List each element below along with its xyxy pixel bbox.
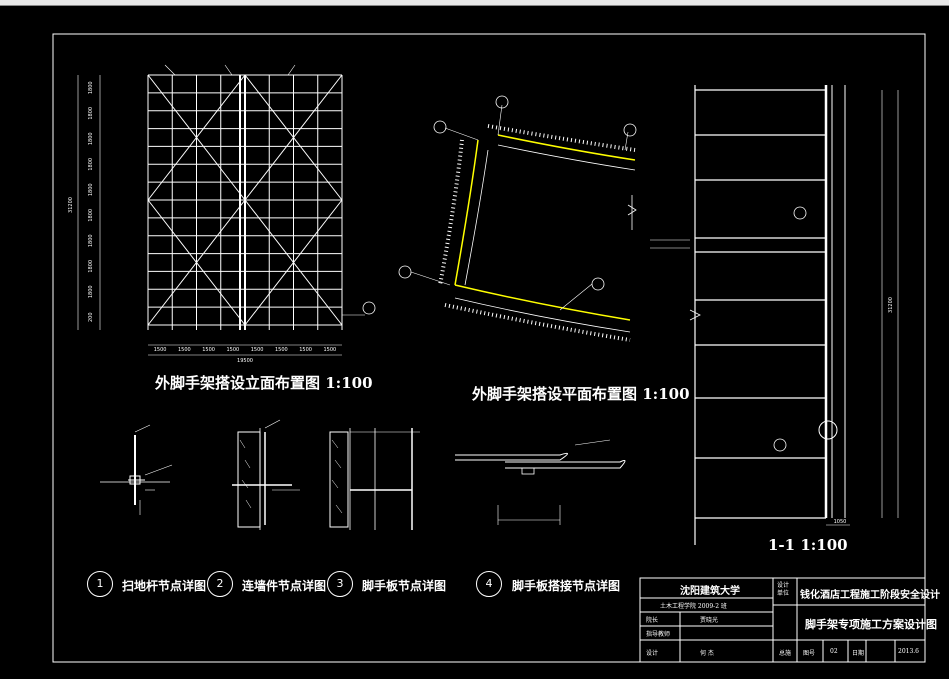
detail-1-drawing [100,424,173,515]
elev-height-dim: 1800 [88,81,94,94]
elev-height-dim: 1800 [88,285,94,298]
elev-height-dim: 1800 [88,260,94,273]
section-total-height: 31200 [888,297,894,313]
detail-2-drawing [232,419,300,530]
elev-span-dim: 1500 [275,347,288,353]
elev-height-dim: 1800 [88,158,94,171]
detail-2-label: 连墙件节点详图 [242,579,327,593]
detail-4-label: 脚手板搭接节点详图 [512,579,621,593]
elev-span-dim: 1500 [227,347,240,353]
elev-span-dim: 1500 [154,347,167,353]
title-block-footer-5: 2013.6 [898,648,919,655]
title-block-name-2: 何 杰 [700,650,714,657]
elev-height-dim: 1800 [88,209,94,222]
window-top-bar [0,0,949,6]
detail-1-number: 1 [87,571,113,597]
title-block-lines [639,577,926,663]
section-bottom-dim: 1050 [834,519,847,525]
section-dims: 31200 1050 [834,297,894,525]
elevation-drawing [77,64,376,356]
sheet-frame [52,33,926,663]
elev-height-dim: 1800 [88,132,94,145]
elev-total-height: 31200 [68,197,74,213]
elev-height-dim: 1800 [88,234,94,247]
plan-title: 外脚手架搭设平面布置图 1:100 [472,385,690,403]
elev-span-dim: 1500 [299,347,312,353]
detail-3-drawing [329,428,420,530]
elevation-dims: 19500 31200 1500 1500 1500 1500 1500 1500 1500… [68,81,336,364]
elev-height-dim: 1800 [88,107,94,120]
detail-4-drawing [455,439,626,525]
title-block-name-1: 贾晓光 [700,617,719,624]
title-block-row-2: 指导教师 [646,631,671,638]
title-block-footer-3: 02 [830,648,838,655]
plan-drawing [398,95,637,342]
title-block-school: 沈阳建筑大学 [680,586,740,597]
section-title: 1-1 1:100 [768,536,848,554]
detail-3-label: 脚手板节点详图 [362,579,447,593]
elev-height-dim: 1800 [88,183,94,196]
elev-span-dim: 1500 [251,347,264,353]
title-block-row-3: 设计 [646,650,659,657]
detail-3-number: 3 [327,571,353,597]
elev-span-dim: 1500 [202,347,215,353]
title-block-drawing-name: 脚手架专项施工方案设计图 [805,618,937,631]
title-block-row-1: 院长 [646,617,659,624]
section-drawing [650,85,899,545]
elev-span-dim: 1500 [178,347,191,353]
elev-span-dim: 1500 [324,347,337,353]
title-block-footer-2: 图号 [803,650,816,657]
elevation-title: 外脚手架搭设立面布置图 1:100 [155,374,373,392]
title-block-unit-label: 设计 单位 [777,582,790,597]
detail-4-number: 4 [476,571,502,597]
title-block-footer-4: 日期 [852,650,865,657]
title-block-class: 土木工程学院 2009-2 班 [660,603,727,610]
title-block-project: 钱化酒店工程施工阶段安全设计 [800,590,940,601]
title-block-footer-1: 总施 [779,650,792,657]
elev-height-dim: 200 [88,312,94,322]
elev-total-width: 19500 [237,358,253,364]
detail-1-label: 扫地杆节点详图 [122,579,207,593]
detail-2-number: 2 [207,571,233,597]
